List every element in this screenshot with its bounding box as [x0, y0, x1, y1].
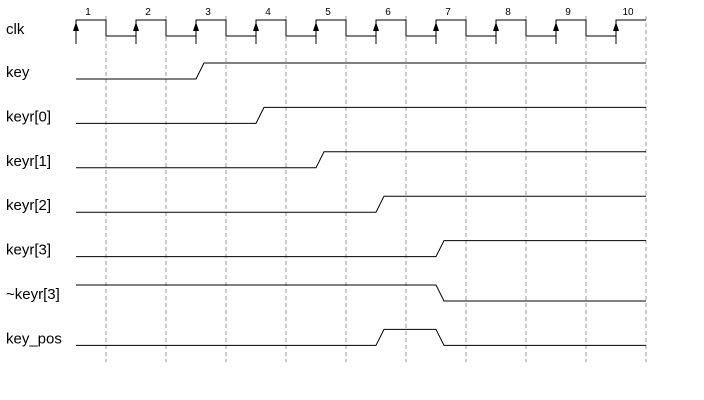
clock-label: clk — [6, 21, 25, 38]
signal-waveform — [76, 62, 646, 80]
edge-number: 3 — [205, 7, 211, 18]
signal-rows: key keyr[0] keyr[1] keyr[2] keyr[3] ~keyr[3] k… — [6, 62, 646, 347]
signal-label: key_pos — [6, 330, 62, 347]
edge-number: 2 — [145, 7, 151, 18]
grid-lines — [105, 16, 647, 362]
arrow-up-icon — [313, 22, 319, 31]
signal-row: keyr[2] — [6, 195, 646, 214]
signal-row: ~keyr[3] — [6, 284, 646, 303]
signal-waveform — [76, 328, 646, 346]
signal-label: ~keyr[3] — [6, 286, 60, 303]
edge-number: 1 — [85, 7, 91, 18]
signal-label: keyr[2] — [6, 197, 51, 214]
edge-number: 9 — [565, 7, 571, 18]
arrow-up-icon — [373, 22, 379, 31]
signal-waveform — [76, 195, 646, 213]
edge-number: 10 — [622, 7, 634, 18]
signal-row: key — [6, 62, 646, 81]
arrow-up-icon — [433, 22, 439, 31]
signal-label: keyr[0] — [6, 108, 51, 125]
arrow-up-icon — [553, 22, 559, 31]
edge-number: 8 — [505, 7, 511, 18]
signal-label: keyr[3] — [6, 242, 51, 259]
edge-numbers: 1 2 3 4 5 6 7 8 9 10 — [85, 7, 634, 18]
signal-row: keyr[1] — [6, 151, 646, 170]
signal-label: keyr[1] — [6, 153, 51, 170]
arrow-up-icon — [133, 22, 139, 31]
arrow-up-icon — [193, 22, 199, 31]
clock-waveform — [75, 19, 646, 37]
signal-row: keyr[3] — [6, 240, 646, 259]
arrow-up-icon — [73, 22, 79, 31]
edge-number: 7 — [445, 7, 451, 18]
signal-row: key_pos — [6, 328, 646, 347]
arrow-up-icon — [613, 22, 619, 31]
arrow-up-icon — [253, 22, 259, 31]
signal-waveform — [76, 106, 646, 124]
edge-number: 4 — [265, 7, 271, 18]
signal-waveform — [76, 240, 646, 258]
edge-number: 5 — [325, 7, 331, 18]
signal-waveform — [76, 284, 646, 302]
edge-number: 6 — [385, 7, 391, 18]
signal-row: keyr[0] — [6, 106, 646, 125]
signal-label: key — [6, 64, 30, 81]
clock-row: clk 1 2 3 4 5 6 7 8 9 10 — [6, 7, 646, 44]
signal-waveform — [76, 151, 646, 169]
rising-edge-markers — [73, 20, 619, 44]
arrow-up-icon — [493, 22, 499, 31]
